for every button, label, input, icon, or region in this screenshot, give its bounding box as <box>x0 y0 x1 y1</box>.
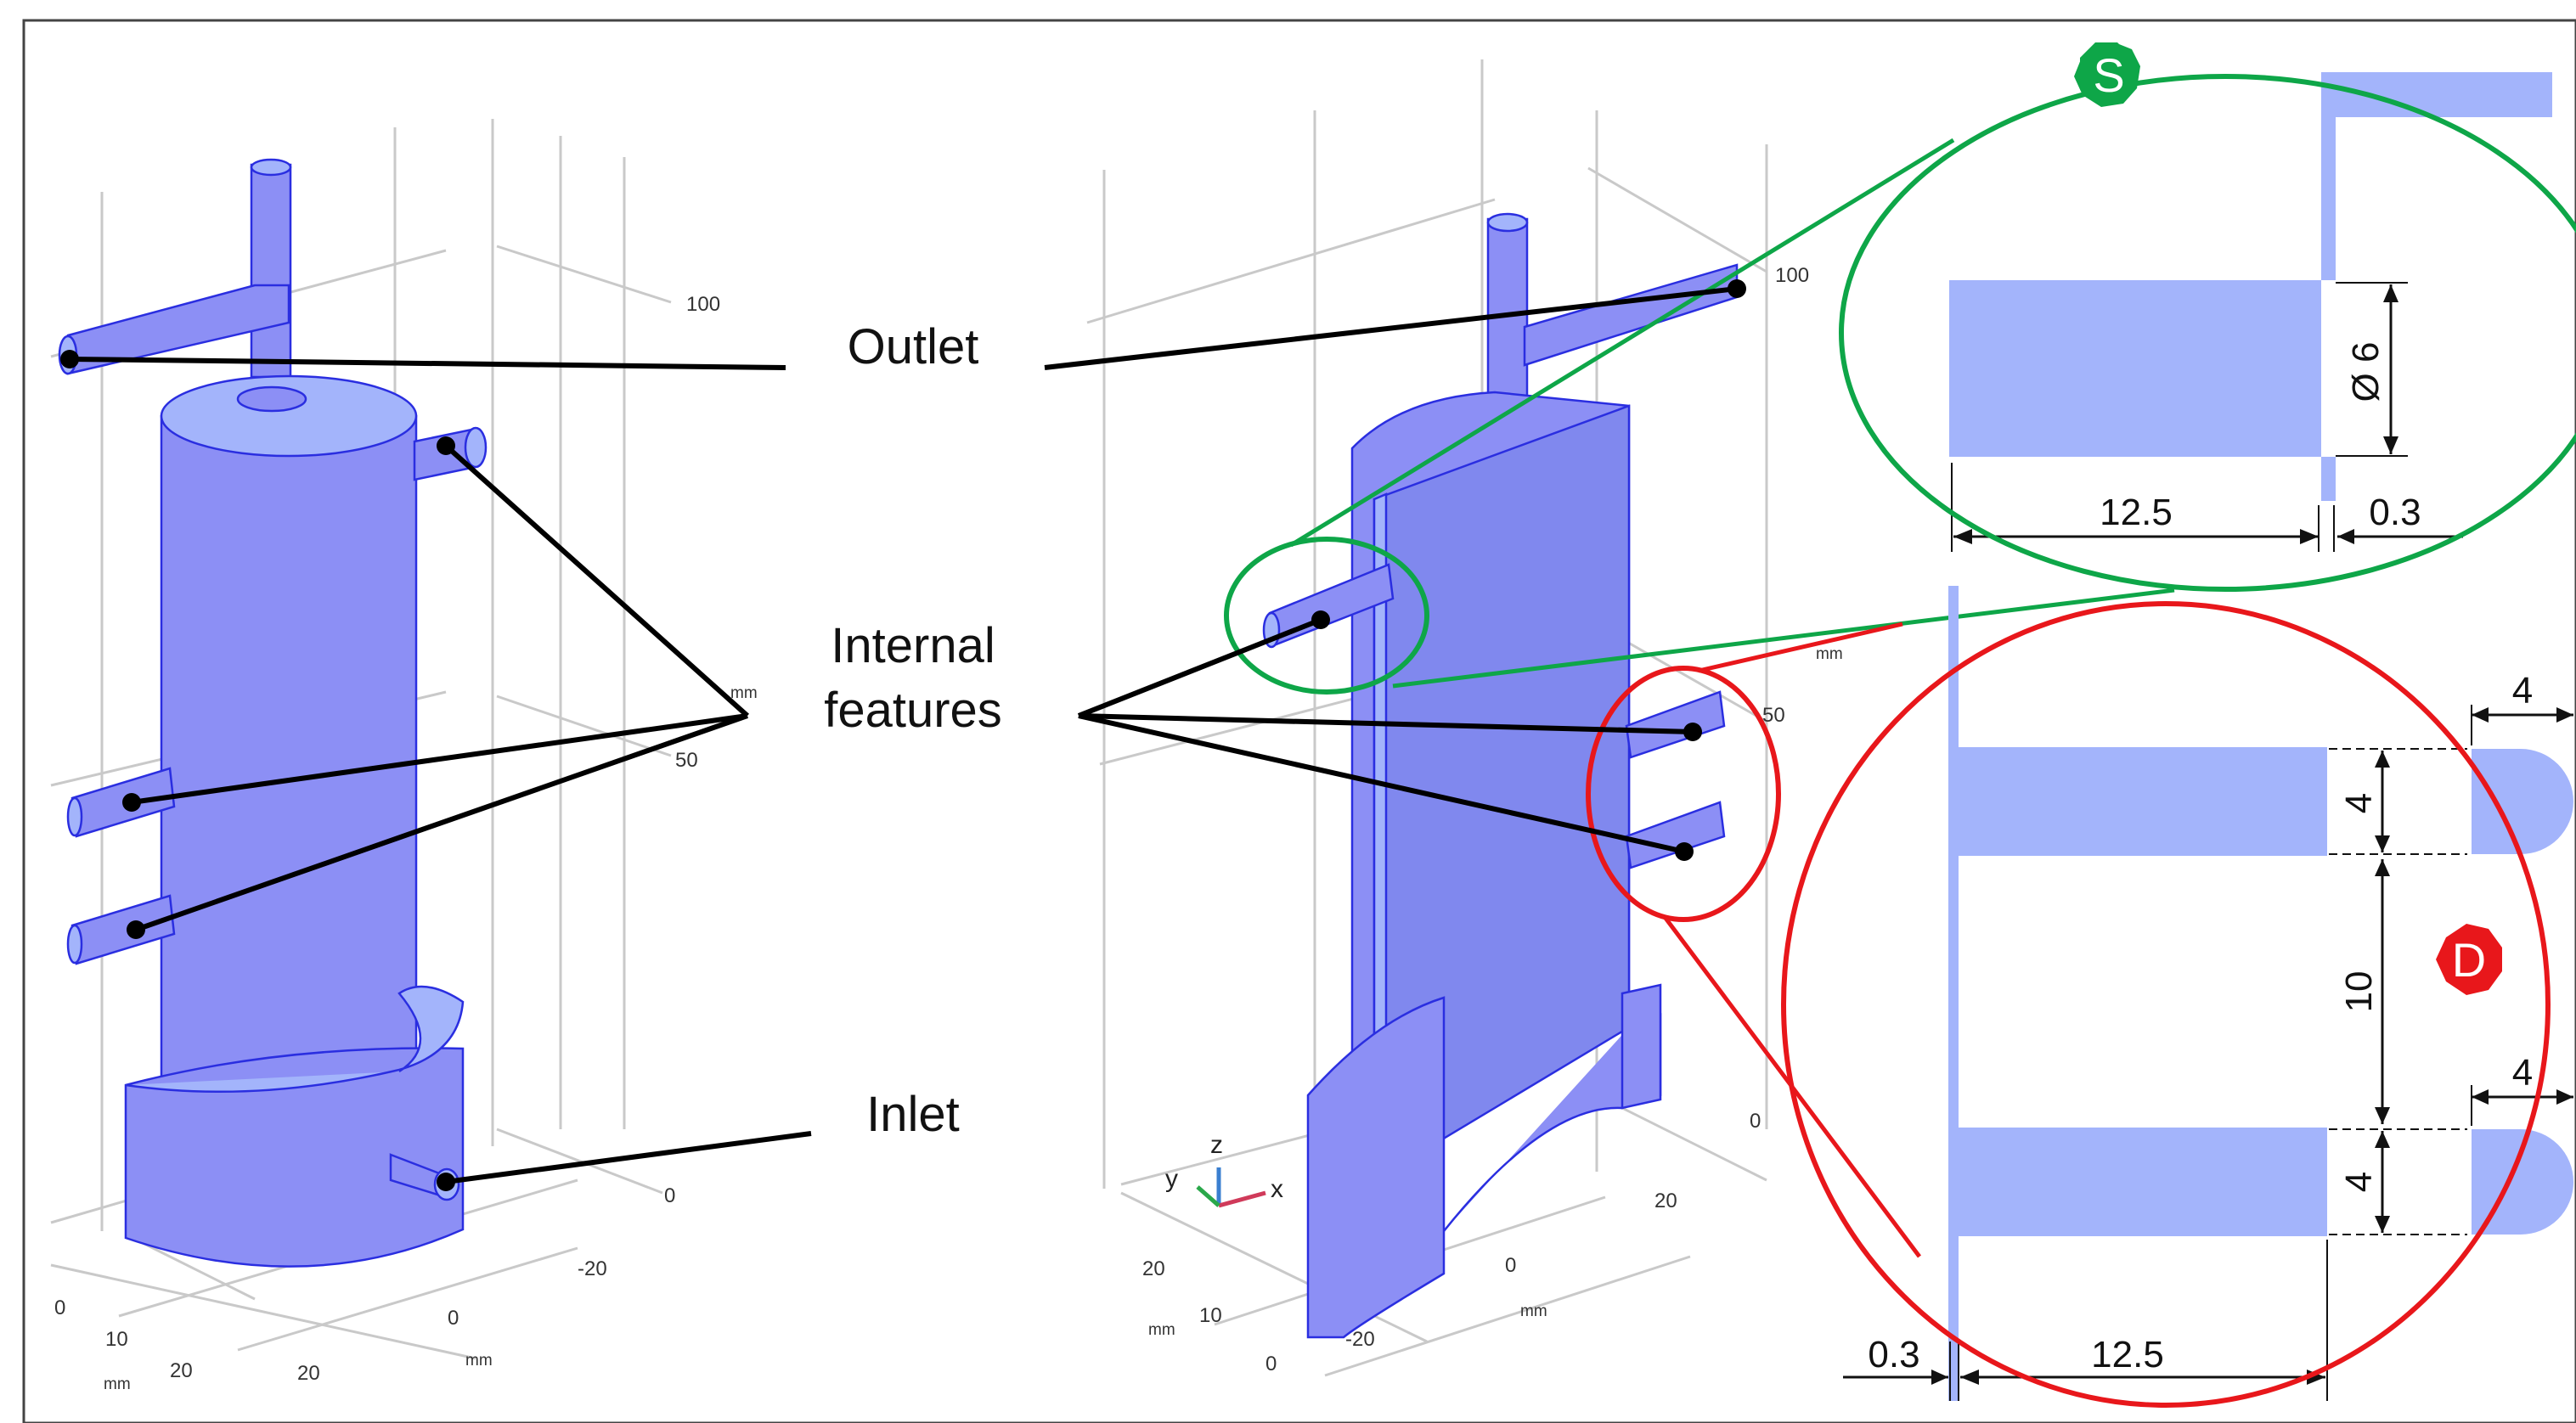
detail-d-fin-bottom <box>1959 1128 2327 1236</box>
left-x-0: 0 <box>448 1307 459 1330</box>
callout-leaders <box>69 286 1738 1184</box>
left-reactor <box>58 158 488 1268</box>
left-lateral-0: 0 <box>664 1184 675 1207</box>
detail-s: Ø 6 12.5 0.3 S <box>1224 42 2576 695</box>
axis-triad: z y x <box>1165 1131 1283 1208</box>
detail-d-length-dim: 12.5 <box>2091 1334 2164 1375</box>
right-axis-50: 50 <box>1762 704 1785 727</box>
left-axis-50: 50 <box>675 749 698 772</box>
callout-outlet: Outlet <box>848 319 979 374</box>
left-axis-unit: mm <box>730 684 758 702</box>
detail-d-wall-dim: 0.3 <box>1868 1334 1919 1375</box>
triad-y-label: y <box>1165 1165 1178 1193</box>
detail-s-wall: 0.3 <box>2369 492 2421 533</box>
triad-x-label: x <box>1271 1175 1283 1203</box>
left-x-20: 20 <box>297 1362 320 1385</box>
right-axis-unit: mm <box>1816 645 1843 663</box>
callout-inlet: Inlet <box>866 1087 960 1142</box>
right-axis-100: 100 <box>1775 264 1809 287</box>
callout-internal-line1: Internal <box>831 618 995 673</box>
detail-d-tip-top-dim: 4 <box>2512 670 2533 712</box>
detail-d-fin-top <box>1959 747 2327 856</box>
badge-d <box>2436 924 2502 995</box>
left-y-20: 20 <box>170 1359 193 1382</box>
right-y-20: 20 <box>1142 1257 1165 1280</box>
left-top-pipe <box>250 163 292 379</box>
detail-d-width-bottom: 4 <box>2338 1172 2380 1192</box>
detail-d-source-circle <box>1586 666 1781 922</box>
left-x-unit: mm <box>465 1352 493 1370</box>
detail-d-outline <box>1781 601 2551 1408</box>
right-axis-labels: 100 50 mm 0 20 0 mm -20 20 10 mm 0 <box>1142 264 1843 1375</box>
badge-s-letter: S <box>2093 48 2124 102</box>
right-axis-0: 0 <box>1750 1110 1761 1133</box>
left-lateral-neg20: -20 <box>578 1257 607 1280</box>
right-y-unit: mm <box>1148 1321 1175 1339</box>
detail-d-tip-top <box>2472 749 2573 854</box>
left-axis-labels: 100 50 mm 0 -20 0 20 mm 0 10 20 mm <box>54 293 758 1393</box>
callout-dots <box>60 279 1746 1191</box>
right-port-d-low <box>1625 801 1726 869</box>
right-lateral-0: 0 <box>1505 1254 1516 1277</box>
detail-s-outline <box>1839 74 2576 592</box>
detail-d-width-top: 4 <box>2338 793 2380 813</box>
detail-s-shape <box>1949 72 2552 501</box>
detail-s-diameter: Ø 6 <box>2345 342 2387 402</box>
left-axis-100: 100 <box>686 293 720 316</box>
right-y-0: 0 <box>1265 1353 1277 1375</box>
callout-internal-line2: features <box>824 683 1002 738</box>
badge-d-letter: D <box>2452 933 2486 987</box>
detail-d-wall <box>1948 586 1959 1401</box>
right-y-10: 10 <box>1199 1304 1222 1327</box>
right-port-d-top <box>1625 690 1726 759</box>
left-y-0: 0 <box>54 1296 65 1319</box>
detail-s-source-circle <box>1224 537 1429 695</box>
detail-s-length: 12.5 <box>2100 492 2173 533</box>
right-lateral-20: 20 <box>1654 1190 1677 1212</box>
left-y-unit: mm <box>104 1375 131 1393</box>
right-outer-jacket <box>1306 996 1446 1339</box>
detail-d-gap: 10 <box>2338 971 2380 1013</box>
left-outer-jacket <box>124 1047 465 1268</box>
left-view: 100 50 mm 0 -20 0 20 mm 0 10 20 mm <box>50 119 758 1393</box>
left-main-cylinder <box>160 414 418 1097</box>
detail-d: 4 10 4 4 4 0.3 12.5 D <box>1586 586 2573 1408</box>
right-lateral-unit: mm <box>1520 1302 1547 1320</box>
detail-d-tip-bottom-dim: 4 <box>2512 1052 2533 1094</box>
left-y-10: 10 <box>105 1328 128 1351</box>
triad-z-label: z <box>1210 1131 1223 1159</box>
right-lateral-neg20: -20 <box>1345 1328 1375 1351</box>
